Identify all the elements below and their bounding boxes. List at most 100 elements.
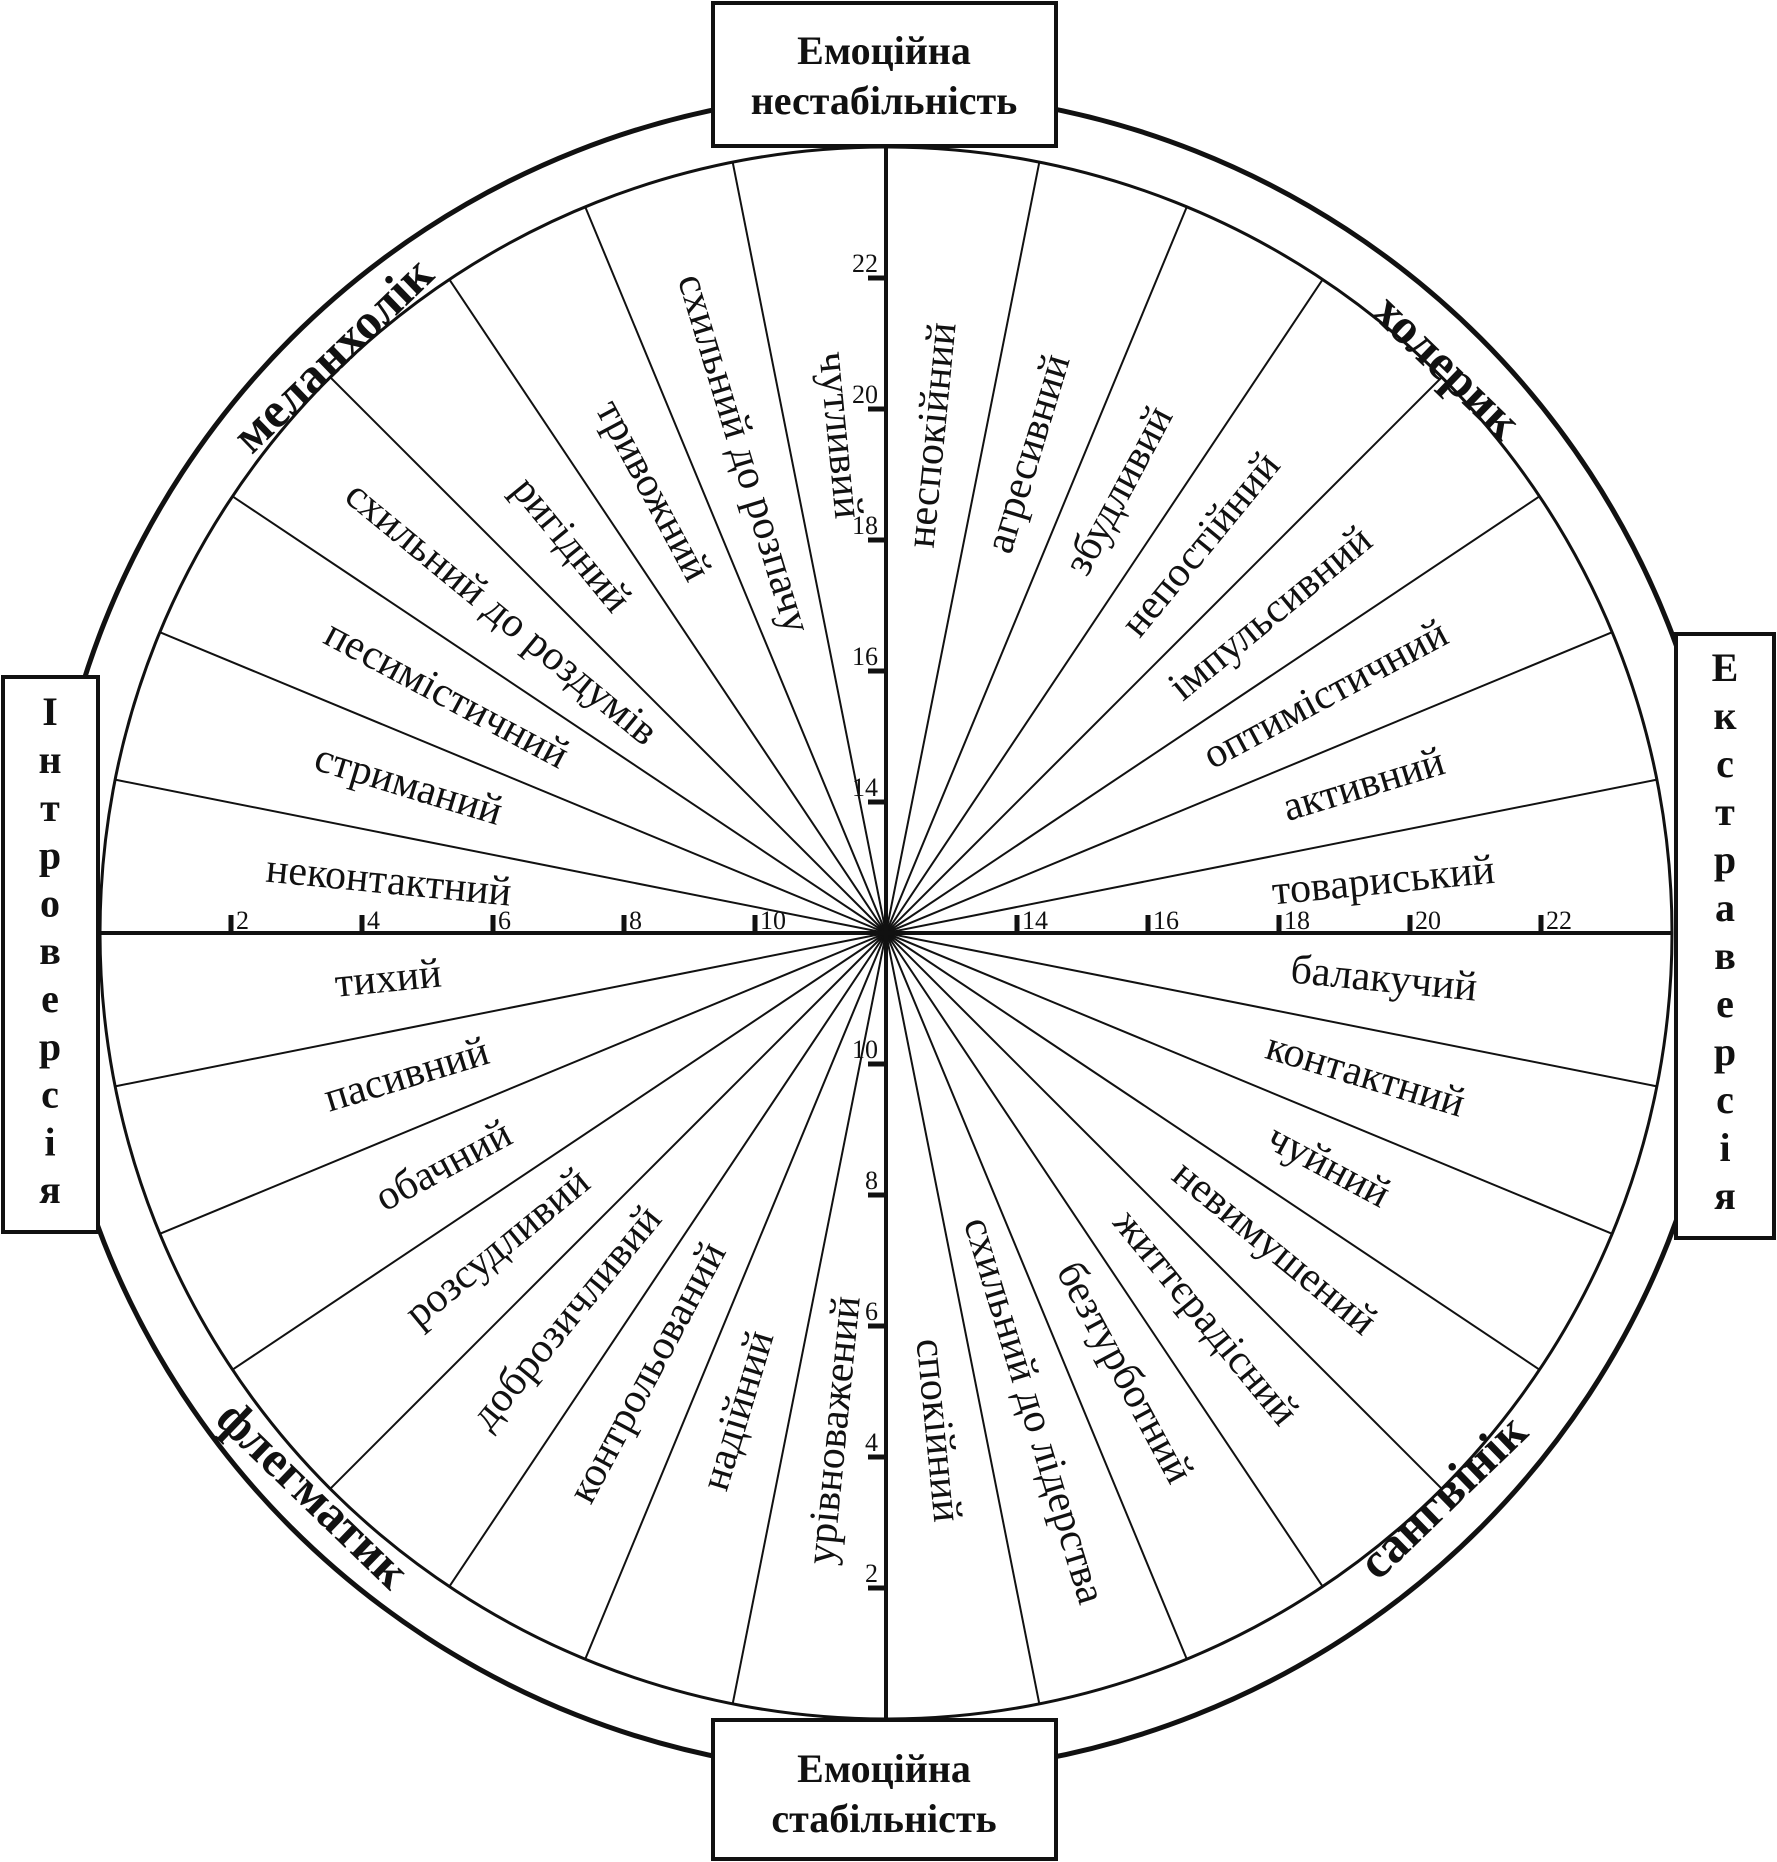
spoke-line bbox=[885, 495, 1541, 934]
spoke-line bbox=[885, 631, 1613, 934]
spoke-line bbox=[329, 376, 887, 934]
scale-tick-label: 18 bbox=[852, 511, 878, 540]
spoke-line bbox=[114, 932, 887, 1088]
scale-tick-label: 2 bbox=[236, 906, 249, 935]
scale-tick-label: 10 bbox=[760, 906, 786, 935]
scale-tick-label: 14 bbox=[1022, 906, 1048, 935]
spoke-line bbox=[885, 932, 1541, 1371]
spoke-line bbox=[584, 932, 887, 1660]
trait-label: пасивний bbox=[319, 1028, 495, 1121]
spoke-line bbox=[885, 278, 1324, 934]
vertical-letter: а bbox=[1715, 885, 1735, 930]
spoke-line bbox=[114, 778, 887, 934]
trait-label: активний bbox=[1277, 738, 1450, 830]
trait-label: чутливий bbox=[809, 349, 871, 520]
spoke-line bbox=[885, 932, 1658, 1088]
scale-tick-label: 10 bbox=[852, 1035, 878, 1064]
spoke-line bbox=[448, 278, 887, 934]
spoke-line bbox=[885, 376, 1443, 934]
vertical-letter: е bbox=[1716, 981, 1734, 1026]
axis-box-bottom-line1: Емоційна bbox=[797, 1746, 971, 1791]
scale-tick-label: 16 bbox=[852, 642, 878, 671]
axis-box-bottom: Емоційна стабільність bbox=[711, 1718, 1058, 1861]
axis-box-bottom-line2: стабільність bbox=[771, 1796, 996, 1841]
scale-tick-label: 20 bbox=[1415, 906, 1441, 935]
scale-tick-label: 20 bbox=[852, 380, 878, 409]
vertical-letter: т bbox=[40, 785, 60, 830]
vertical-letter: я bbox=[39, 1167, 61, 1212]
vertical-letter: Е bbox=[1712, 645, 1739, 690]
spoke-line bbox=[159, 631, 887, 934]
scale-tick-label: 16 bbox=[1153, 906, 1179, 935]
axis-box-top: Емоційна нестабільність bbox=[711, 1, 1058, 148]
trait-label: неконтактний bbox=[264, 846, 513, 916]
spoke-line bbox=[885, 932, 1613, 1235]
scale-tick-label: 14 bbox=[852, 773, 878, 802]
vertical-letter: і bbox=[1719, 1125, 1730, 1170]
vertical-letter: к bbox=[1713, 693, 1736, 738]
spoke-line bbox=[448, 932, 887, 1588]
trait-label: товариський bbox=[1270, 847, 1497, 915]
vertical-letter: т bbox=[1715, 789, 1735, 834]
spoke-line bbox=[885, 778, 1658, 934]
axis-box-top-line1: Емоційна bbox=[797, 28, 971, 73]
spoke-line bbox=[231, 495, 887, 934]
spoke-line bbox=[731, 932, 887, 1705]
vertical-letter: р bbox=[1714, 1029, 1736, 1074]
vertical-letter: с bbox=[1716, 1077, 1734, 1122]
trait-label: надійний bbox=[692, 1325, 784, 1495]
scale-tick-label: 4 bbox=[367, 906, 380, 935]
vertical-letter: в bbox=[39, 928, 61, 973]
trait-label: спокійний bbox=[906, 1336, 970, 1524]
vertical-letter: н bbox=[38, 737, 61, 782]
trait-label: ригідний bbox=[502, 467, 640, 621]
trait-label: обачний bbox=[367, 1111, 519, 1221]
vertical-letter: р bbox=[1714, 837, 1736, 882]
scale-tick-label: 6 bbox=[865, 1297, 878, 1326]
trait-label: урівноважений bbox=[798, 1294, 870, 1567]
spoke-line bbox=[885, 932, 1188, 1660]
spoke-line bbox=[885, 206, 1188, 934]
vertical-letter: с bbox=[1716, 741, 1734, 786]
vertical-letter: І bbox=[42, 689, 58, 734]
vertical-letter: і bbox=[44, 1119, 55, 1164]
trait-label: чуйний bbox=[1260, 1114, 1398, 1217]
spoke-line bbox=[885, 161, 1041, 934]
vertical-letter: р bbox=[39, 1024, 61, 1069]
scale-tick-label: 6 bbox=[498, 906, 511, 935]
trait-label: агресивний bbox=[976, 349, 1079, 558]
vertical-letter: е bbox=[41, 976, 59, 1021]
vertical-letter: я bbox=[1714, 1173, 1736, 1218]
spoke-lines bbox=[114, 161, 1658, 1705]
temperament-melancholic: меланхолік bbox=[221, 245, 444, 463]
vertical-letter: в bbox=[1714, 933, 1736, 978]
scale-tick-label: 4 bbox=[865, 1428, 878, 1457]
vertical-letter: с bbox=[41, 1072, 59, 1117]
trait-label: балакучий bbox=[1289, 947, 1479, 1011]
spoke-line bbox=[885, 932, 1324, 1588]
spoke-line bbox=[731, 161, 887, 934]
vertical-letter: р bbox=[39, 833, 61, 878]
trait-label: тихий bbox=[333, 951, 444, 1007]
spoke-line bbox=[885, 932, 1041, 1705]
trait-label: контактний bbox=[1261, 1023, 1470, 1127]
vertical-letter: о bbox=[40, 880, 60, 925]
axis-box-top-line2: нестабільність bbox=[751, 78, 1018, 123]
trait-label: неспокійний bbox=[898, 320, 966, 550]
spoke-line bbox=[159, 932, 887, 1235]
scale-tick-label: 22 bbox=[852, 249, 878, 278]
spoke-line bbox=[885, 932, 1443, 1490]
trait-label: схильний до розпачу bbox=[668, 269, 820, 639]
spoke-line bbox=[329, 932, 887, 1490]
temperament-phlegmatic: флегматик bbox=[206, 1389, 421, 1600]
scale-tick-label: 2 bbox=[865, 1559, 878, 1588]
scale-tick-label: 18 bbox=[1284, 906, 1310, 935]
spoke-line bbox=[231, 932, 887, 1371]
spoke-line bbox=[584, 206, 887, 934]
scale-tick-label: 8 bbox=[629, 906, 642, 935]
scale-tick-label: 22 bbox=[1546, 906, 1572, 935]
